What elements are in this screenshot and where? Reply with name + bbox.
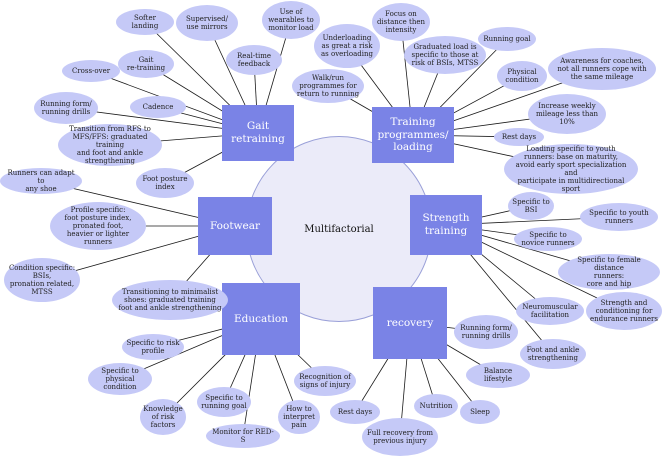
node-graduated-load: Graduated load is specific to those at r… <box>404 36 486 74</box>
hub-footwear: Footwear <box>198 197 272 255</box>
node-condition-specific: Condition specific: BSIs, pronation rela… <box>4 258 80 302</box>
node-sleep: Sleep <box>460 400 500 424</box>
node-specific-risk-profile: Specific to risk profile <box>122 334 184 360</box>
node-softer-landing: Softer landing <box>116 9 174 35</box>
node-specific-running-goal: Specific to running goal <box>197 387 251 417</box>
node-real-time-feedback: Real-time feedback <box>226 45 282 75</box>
hub-education: Education <box>222 283 300 355</box>
node-transition-rfs-mfs-ffs: Transition from RFS to MFS/FFS: graduate… <box>58 124 162 166</box>
hub-gait-retraining: Gait retraining <box>222 105 294 161</box>
node-increase-weekly-mileage: Increase weekly mileage less than 10% <box>528 94 606 134</box>
node-supervised-use-mirrors: Supervised/ use mirrors <box>176 5 238 41</box>
node-monitor-red-s: Monitor for RED-S <box>206 424 280 448</box>
node-specific-novice-runners: Specific to novice runners <box>514 227 582 251</box>
node-recognition-signs-injury: Recognition of signs of injury <box>294 366 356 396</box>
node-how-interpret-pain: How to interpret pain <box>278 400 320 434</box>
node-foot-ankle-strengthening: Foot and ankle strengthening <box>520 339 586 369</box>
node-running-goal: Running goal <box>478 27 536 51</box>
node-cross-over: Cross-over <box>62 60 120 82</box>
node-running-form-drills-recovery: Running form/ running drills <box>454 315 518 349</box>
node-specific-physical-condition: Specific to physical condition <box>88 363 152 395</box>
node-full-recovery-previous-injury: Full recovery from previous injury <box>362 418 438 456</box>
node-strength-conditioning-endurance: Strength and conditioning for endurance … <box>586 292 662 330</box>
node-cadence: Cadence <box>130 96 186 118</box>
node-gait-re-training: Gait re-training <box>118 50 174 78</box>
node-rest-days-training: Rest days <box>494 128 544 146</box>
node-awareness-coaches: Awareness for coaches, not all runners c… <box>548 48 656 90</box>
node-underloading-risk: Underloading as great a risk as overload… <box>314 24 380 68</box>
node-runners-adapt-shoe: Runners can adapt to any shoe <box>0 168 82 194</box>
center-label: Multifactorial <box>304 223 374 235</box>
node-physical-condition-training: Physical condition <box>497 61 547 91</box>
node-focus-distance-intensity: Focus on distance then intensity <box>372 3 430 41</box>
node-walk-run-programmes: Walk/run programmes for return to runnin… <box>292 69 364 103</box>
node-knowledge-risk-factors: Knowledge of risk factors <box>140 399 186 435</box>
node-foot-posture-index: Foot posture index <box>136 168 194 198</box>
node-running-form-drills-gait: Running form/ running drills <box>34 92 98 124</box>
node-specific-female-distance: Specific to female distance runners: cor… <box>558 254 660 290</box>
hub-training-programmes: Training programmes/ loading <box>372 107 454 163</box>
node-profile-specific: Profile specific: foot posture index, pr… <box>50 202 146 250</box>
node-rest-days-recovery: Rest days <box>330 400 380 424</box>
node-specific-bsi: Specific to BSI <box>508 192 554 220</box>
node-neuromuscular-facilitation: Neuromuscular facilitation <box>516 297 584 325</box>
node-specific-youth-runners: Specific to youth runners <box>580 203 658 231</box>
node-loading-youth-runners: Loading specific to youth runners: base … <box>504 144 638 194</box>
node-balance-lifestyle: Balance lifestyle <box>466 362 530 388</box>
node-transitioning-minimalist: Transitioning to minimalist shoes: gradu… <box>112 280 228 320</box>
hub-strength-training: Strength training <box>410 195 482 255</box>
node-nutrition: Nutrition <box>414 394 458 418</box>
hub-recovery: recovery <box>373 287 447 359</box>
node-use-of-wearables: Use of wearables to monitor load <box>262 1 320 39</box>
